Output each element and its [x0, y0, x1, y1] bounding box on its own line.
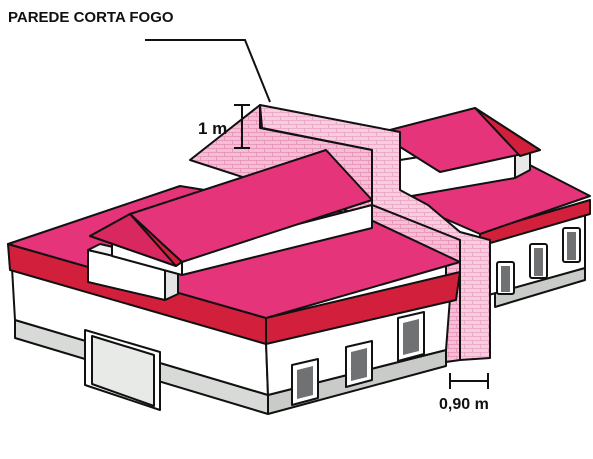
- back-gable-end: [474, 107, 541, 157]
- front-building-fascia-front: [265, 271, 461, 345]
- height-dimension-label: 1 m: [198, 119, 228, 138]
- front-door-inner: [91, 335, 155, 407]
- width-dimension: [449, 373, 489, 389]
- back-building: [377, 107, 591, 308]
- height-dimension: [234, 104, 250, 149]
- firewall: [189, 104, 491, 363]
- front-upper-structure: [87, 149, 373, 301]
- width-dimension-label: 0,90 m: [439, 396, 489, 413]
- title-leader-line: [145, 39, 271, 103]
- firewall-title-label: PAREDE CORTA FOGO: [8, 9, 174, 26]
- gable-roof-ridge-front: [89, 213, 177, 267]
